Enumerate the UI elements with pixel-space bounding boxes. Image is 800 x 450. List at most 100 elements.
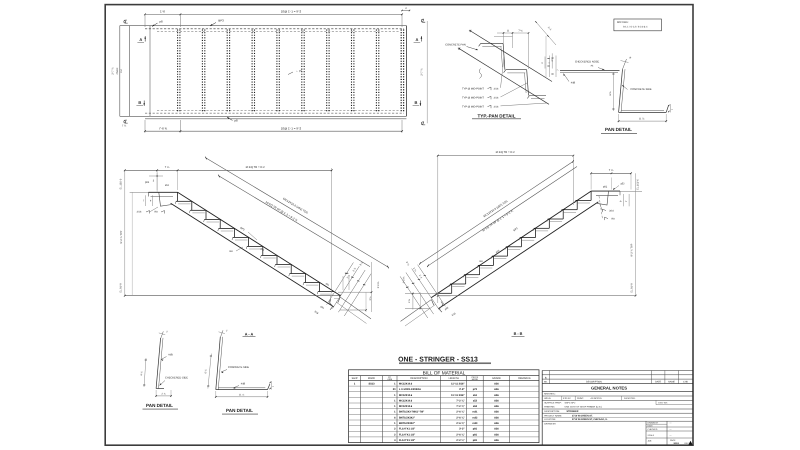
svg-text:—: —: [670, 429, 672, 431]
svg-text:A36: A36: [494, 428, 499, 431]
svg-text:MC12X10.6: MC12X10.6: [399, 394, 413, 397]
svg-text:CHECKED: CHECKED: [648, 428, 658, 431]
svg-text:AS NOTED: AS NOTED: [624, 397, 636, 400]
svg-text:BILL OF MATERIAL: BILL OF MATERIAL: [423, 370, 466, 376]
svg-text:7'-6 ¾: 7'-6 ¾: [159, 126, 168, 130]
svg-text:E70-XX: E70-XX: [563, 397, 571, 400]
svg-text:A: A: [139, 37, 142, 42]
svg-text:DRAWN BY: DRAWN BY: [544, 422, 556, 425]
svg-text:m31: m31: [472, 411, 478, 414]
svg-text:m32: m32: [472, 416, 478, 419]
svg-text:A: A: [416, 37, 419, 42]
svg-text:CHK: CHK: [683, 380, 688, 383]
svg-text:p81: p81: [444, 306, 450, 311]
svg-text:A36: A36: [494, 422, 499, 425]
svg-text:1: 1: [394, 394, 396, 397]
svg-text:9 ½: 9 ½: [359, 261, 364, 266]
svg-text:R8: R8: [611, 217, 615, 220]
svg-text:A36: A36: [494, 399, 499, 402]
svg-text:CONCRETE PAN: CONCRETE PAN: [445, 44, 466, 47]
svg-text:AS NOTED: AS NOTED: [591, 397, 603, 400]
svg-text:BP3: BP3: [513, 227, 519, 232]
svg-text:2’-6 ¾”: 2’-6 ¾”: [456, 433, 465, 436]
svg-text:a51: a51: [165, 184, 170, 187]
svg-text:#4B: #4B: [241, 383, 246, 386]
svg-text:1: 1: [354, 383, 356, 386]
svg-text:2: 2: [541, 62, 544, 64]
svg-text:10 EQ TR = 9'-2: 10 EQ TR = 9'-2: [495, 151, 515, 154]
svg-text:CHECKERED SIDE: CHECKERED SIDE: [165, 376, 188, 379]
svg-text:S-1.1 / S-1.2 / S-2.0 & 4: S-1.1 / S-1.2 / S-2.0 & 4: [623, 26, 648, 29]
svg-text:A36: A36: [494, 394, 499, 397]
svg-text:DESCRIPTION: DESCRIPTION: [586, 380, 602, 383]
svg-text:EL.101'-0: EL.101'-0: [637, 179, 640, 190]
svg-text:CONCRETE SIDE: CONCRETE SIDE: [228, 366, 250, 369]
svg-text:PAGE: PAGE: [670, 439, 676, 442]
svg-text:A36: A36: [494, 405, 499, 408]
svg-text:DATE: DATE: [655, 380, 661, 383]
svg-text:SSPC-SP2: SSPC-SP2: [565, 402, 577, 405]
svg-text:m33: m33: [472, 422, 478, 425]
svg-text:3/16: 3/16: [494, 97, 499, 100]
svg-text:L 3-1/2X3-1/2X5/16: L 3-1/2X3-1/2X5/16: [399, 388, 421, 391]
svg-text:PAN DETAIL: PAN DETAIL: [146, 403, 173, 408]
svg-text:BP3: BP3: [239, 227, 245, 232]
svg-text:p81: p81: [320, 305, 326, 310]
svg-text:3: 3: [153, 180, 155, 183]
svg-text:6 ¼: 6 ¼: [140, 370, 143, 375]
svg-text:6: 6: [394, 416, 396, 419]
svg-text:FL1/4”X1 1/2”: FL1/4”X1 1/2”: [399, 428, 416, 431]
svg-text:3/16: 3/16: [494, 87, 499, 90]
svg-text:2’-7 ¾: 2’-7 ¾: [420, 68, 423, 76]
svg-text:MC12X10.6: MC12X10.6: [399, 405, 413, 408]
svg-text:A36: A36: [494, 411, 499, 414]
svg-text:—: —: [670, 423, 672, 425]
svg-text:p55: p55: [495, 249, 500, 254]
svg-text:PAINTING:: PAINTING:: [544, 405, 555, 408]
svg-text:NAME: NAME: [668, 380, 675, 383]
svg-text:BNT1/2X3-7/8X1’-7/8”: BNT1/2X3-7/8X1’-7/8”: [399, 411, 425, 414]
svg-text:20: 20: [393, 388, 396, 391]
svg-text:1: 1: [394, 405, 396, 408]
svg-text:2'-2 ¼: 2'-2 ¼: [377, 281, 380, 289]
svg-text:7 ¼: 7 ¼: [122, 125, 127, 128]
svg-text:PIECE: PIECE: [472, 376, 479, 379]
svg-text:OVER: OVER: [116, 67, 119, 74]
svg-text:7 ¼: 7 ¼: [609, 169, 614, 172]
svg-text:B: B: [138, 100, 141, 105]
svg-text:10 EQ TR = 9'-2: 10 EQ TR = 9'-2: [245, 166, 265, 169]
svg-text:1: 1: [671, 108, 674, 110]
svg-text:A - A: A - A: [245, 332, 254, 336]
svg-text:MATERIAL:: MATERIAL:: [544, 393, 556, 396]
svg-text:EL.91'-9: EL.91'-9: [120, 283, 123, 293]
svg-text:B: B: [415, 100, 418, 105]
svg-text:FL1/4”X1 1/2”: FL1/4”X1 1/2”: [399, 439, 416, 442]
svg-text:CONCRETE SIDE: CONCRETE SIDE: [630, 88, 652, 91]
svg-text:DRAWN BY: DRAWN BY: [648, 422, 659, 425]
svg-text:ASM: ASM: [387, 378, 392, 381]
svg-text:p81: p81: [145, 181, 150, 184]
svg-text:SHIP: SHIP: [352, 377, 358, 380]
svg-text:BP3: BP3: [218, 19, 224, 23]
svg-text:A36: A36: [494, 388, 499, 391]
svg-text:11 ⅞: 11 ⅞: [639, 117, 645, 120]
svg-text:p81: p81: [473, 428, 478, 431]
svg-text:p81: p81: [473, 433, 478, 436]
svg-text:10@ 1'-1 = 9'-2: 10@ 1'-1 = 9'-2: [281, 10, 302, 14]
svg-text:2: 2: [394, 428, 396, 431]
svg-text:7 ½: 7 ½: [518, 30, 523, 33]
svg-text:p8: p8: [159, 19, 163, 23]
svg-text:MARK: MARK: [368, 377, 376, 380]
svg-text:—: —: [670, 435, 672, 437]
svg-text:2’-6 ¾”: 2’-6 ¾”: [456, 416, 465, 419]
svg-text:PAN DETAIL: PAN DETAIL: [226, 408, 253, 413]
svg-text:LENGTH: LENGTH: [449, 377, 459, 380]
svg-text:3/16: 3/16: [451, 312, 457, 317]
svg-text:SURFACE PREP:: SURFACE PREP:: [544, 402, 562, 405]
svg-text:7’-2 ¾”: 7’-2 ¾”: [456, 405, 465, 408]
svg-text:EL.101'-0: EL.101'-0: [120, 178, 123, 189]
svg-text:TYP @ MID-POINT: TYP @ MID-POINT: [462, 97, 484, 100]
svg-text:7: 7: [625, 200, 628, 202]
svg-text:2’-7 ¾: 2’-7 ¾: [112, 67, 115, 75]
svg-text:R8: R8: [154, 211, 158, 214]
